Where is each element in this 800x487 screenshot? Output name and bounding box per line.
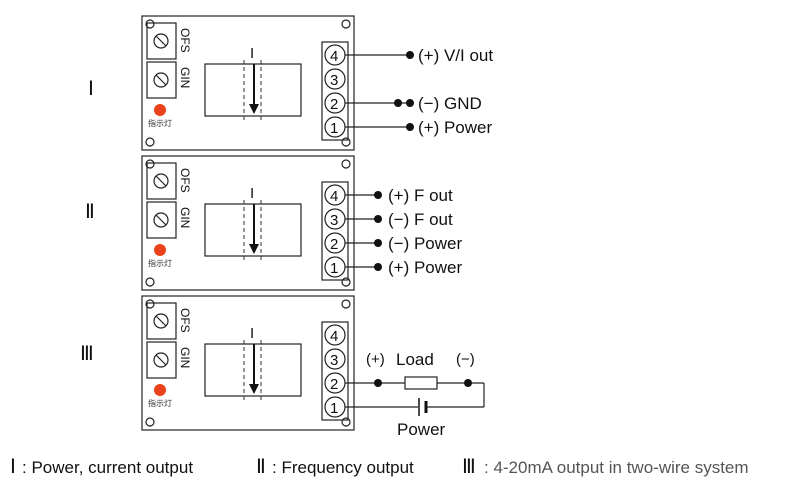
svg-text:4: 4 bbox=[330, 188, 338, 205]
mount-hole-icon bbox=[145, 277, 155, 287]
load-plus-label: (+) bbox=[366, 351, 385, 368]
caption-1-text: : Power, current output bbox=[22, 458, 193, 477]
terminal-3: 3 bbox=[324, 68, 346, 90]
sensor-mark: I bbox=[250, 325, 254, 342]
mount-hole-icon bbox=[145, 19, 155, 29]
mount-hole-icon bbox=[145, 159, 155, 169]
load-minus-label: (−) bbox=[456, 351, 475, 368]
mount-hole-icon bbox=[341, 277, 351, 287]
mount-hole-icon bbox=[341, 159, 351, 169]
output-label: (−) GND bbox=[418, 94, 482, 113]
output-label: (−) F out bbox=[388, 210, 453, 229]
terminal-1: 1 bbox=[324, 256, 346, 278]
indicator-led-icon bbox=[154, 244, 166, 256]
terminal-3: 3 bbox=[324, 208, 346, 230]
indicator-label: 指示灯 bbox=[148, 258, 172, 268]
sensor-mark: I bbox=[250, 45, 254, 62]
ofs-label: OFS bbox=[178, 308, 192, 333]
svg-text:2: 2 bbox=[330, 96, 338, 113]
gin-label: GIN bbox=[178, 207, 192, 228]
output-label: (+) Power bbox=[388, 258, 462, 277]
module-1-housing bbox=[141, 15, 355, 151]
ofs-label: OFS bbox=[178, 28, 192, 53]
mount-hole-icon bbox=[145, 137, 155, 147]
mount-hole-icon bbox=[341, 417, 351, 427]
caption-row: Ⅰ : Power, current output Ⅱ : Frequency … bbox=[10, 456, 749, 478]
output-label: (−) Power bbox=[388, 234, 462, 253]
indicator-led-icon bbox=[154, 104, 166, 116]
terminal-1: 1 bbox=[324, 116, 346, 138]
ofs-trimmer-box bbox=[146, 22, 177, 60]
indicator-led-icon bbox=[154, 384, 166, 396]
load-resistor-icon bbox=[404, 376, 438, 390]
module-3: Ⅲ OFS GIN 指示灯 I 4 3 2 1 bbox=[80, 295, 485, 439]
indicator-label: 指示灯 bbox=[148, 118, 172, 128]
module-2: Ⅱ OFS GIN 指示灯 I 4 3 2 1 (+) F out (−) F … bbox=[85, 155, 462, 291]
mount-hole-icon bbox=[145, 417, 155, 427]
ofs-label: OFS bbox=[178, 168, 192, 193]
caption-2-text: : Frequency output bbox=[272, 458, 414, 477]
svg-text:1: 1 bbox=[330, 400, 338, 417]
terminal-2: 2 bbox=[324, 92, 346, 114]
svg-text:4: 4 bbox=[330, 48, 338, 65]
caption-2-roman: Ⅱ bbox=[256, 456, 266, 478]
module-1: Ⅰ OFS GIN 指示灯 I 4 3 2 1 (+) V/I out (−) … bbox=[88, 15, 493, 151]
svg-text:4: 4 bbox=[330, 328, 338, 345]
mount-hole-icon bbox=[341, 299, 351, 309]
gin-trimmer-box bbox=[146, 341, 177, 379]
mount-hole-icon bbox=[341, 19, 351, 29]
terminal-4: 4 bbox=[324, 324, 346, 346]
ofs-screw-icon bbox=[153, 313, 169, 329]
svg-text:3: 3 bbox=[330, 72, 338, 89]
svg-text:2: 2 bbox=[330, 236, 338, 253]
terminal-2: 2 bbox=[324, 232, 346, 254]
output-label: (+) Power bbox=[418, 118, 492, 137]
svg-text:2: 2 bbox=[330, 376, 338, 393]
gin-screw-icon bbox=[153, 72, 169, 88]
svg-text:3: 3 bbox=[330, 352, 338, 369]
indicator-label: 指示灯 bbox=[148, 398, 172, 408]
module-2-roman: Ⅱ bbox=[85, 201, 95, 223]
terminal-block bbox=[321, 321, 349, 421]
gin-trimmer-box bbox=[146, 61, 177, 99]
caption-1-roman: Ⅰ bbox=[10, 456, 16, 478]
caption-3-roman: Ⅲ bbox=[462, 456, 476, 478]
output-label: (+) V/I out bbox=[418, 46, 493, 65]
terminal-block bbox=[321, 41, 349, 141]
mount-hole-icon bbox=[341, 137, 351, 147]
caption-3-text: : 4-20mA output in two-wire system bbox=[484, 458, 749, 477]
module-1-roman: Ⅰ bbox=[88, 78, 94, 100]
power-label: Power bbox=[397, 420, 446, 439]
output-label: (+) F out bbox=[388, 186, 453, 205]
gin-label: GIN bbox=[178, 67, 192, 88]
terminal-4: 4 bbox=[324, 44, 346, 66]
gin-screw-icon bbox=[153, 352, 169, 368]
terminal-1: 1 bbox=[324, 396, 346, 418]
mount-hole-icon bbox=[145, 299, 155, 309]
module-3-housing bbox=[141, 295, 355, 431]
ofs-screw-icon bbox=[153, 173, 169, 189]
module-2-housing bbox=[141, 155, 355, 291]
terminal-4: 4 bbox=[324, 184, 346, 206]
load-label: Load bbox=[396, 350, 434, 369]
module-3-roman: Ⅲ bbox=[80, 343, 94, 365]
ofs-trimmer-box bbox=[146, 162, 177, 200]
ofs-trimmer-box bbox=[146, 302, 177, 340]
sensor-mark: I bbox=[250, 185, 254, 202]
terminal-3: 3 bbox=[324, 348, 346, 370]
svg-text:1: 1 bbox=[330, 120, 338, 137]
gin-screw-icon bbox=[153, 212, 169, 228]
terminal-2: 2 bbox=[324, 372, 346, 394]
svg-text:1: 1 bbox=[330, 260, 338, 277]
terminal-block bbox=[321, 181, 349, 281]
ofs-screw-icon bbox=[153, 33, 169, 49]
svg-text:3: 3 bbox=[330, 212, 338, 229]
gin-trimmer-box bbox=[146, 201, 177, 239]
gin-label: GIN bbox=[178, 347, 192, 368]
